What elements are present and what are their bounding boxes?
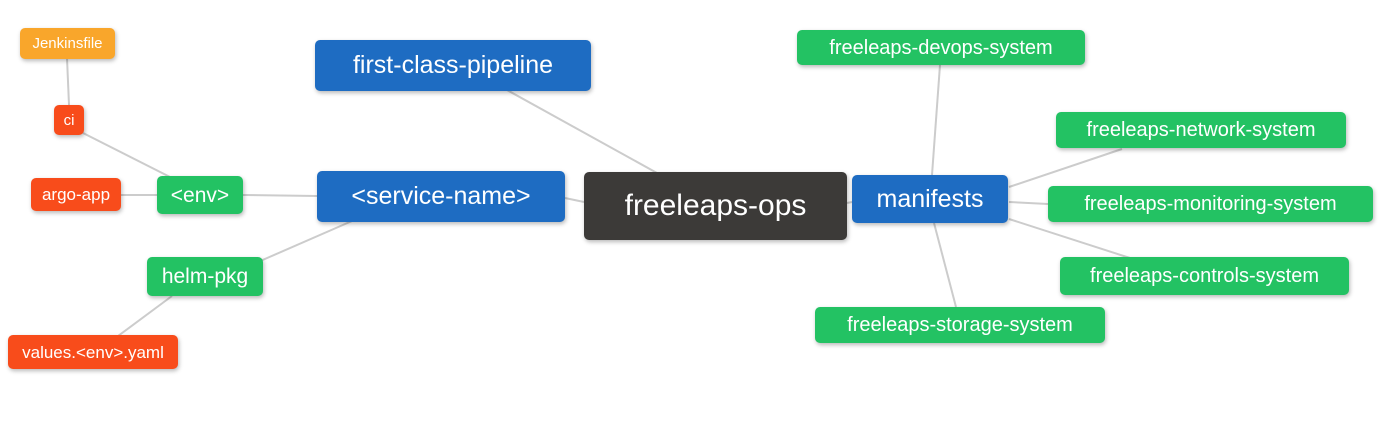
node-controls-system[interactable]: freeleaps-controls-system — [1060, 257, 1349, 295]
node-service-name[interactable]: <service-name> — [317, 171, 565, 222]
node-env[interactable]: <env> — [157, 176, 243, 214]
node-values-env-yaml[interactable]: values.<env>.yaml — [8, 335, 178, 369]
edge-pipeline-ops — [506, 89, 658, 174]
node-jenkinsfile[interactable]: Jenkinsfile — [20, 28, 115, 59]
node-monitoring-system[interactable]: freeleaps-monitoring-system — [1048, 186, 1373, 222]
node-first-class-pipeline[interactable]: first-class-pipeline — [315, 40, 591, 91]
node-devops-system[interactable]: freeleaps-devops-system — [797, 30, 1085, 65]
edge-manifests-controls — [1008, 218, 1131, 259]
node-ci[interactable]: ci — [54, 105, 84, 135]
node-network-system[interactable]: freeleaps-network-system — [1056, 112, 1346, 148]
edge-manifests-network — [1008, 148, 1123, 188]
edge-jenkinsfile-ci — [66, 57, 70, 106]
node-helm-pkg[interactable]: helm-pkg — [147, 257, 263, 296]
edge-manifests-monitoring — [1008, 201, 1049, 205]
node-storage-system[interactable]: freeleaps-storage-system — [815, 307, 1105, 343]
edge-ci-env — [82, 132, 173, 179]
edge-manifests-storage — [933, 222, 957, 308]
node-freeleaps-ops-root[interactable]: freeleaps-ops — [584, 172, 847, 240]
node-argo-app[interactable]: argo-app — [31, 178, 121, 211]
edge-env-service — [242, 194, 318, 197]
edge-ops-manifests — [846, 201, 853, 204]
node-manifests[interactable]: manifests — [852, 175, 1008, 223]
edge-service-helm — [257, 220, 353, 263]
edge-service-ops — [564, 197, 585, 203]
edge-helm-values — [117, 295, 173, 337]
edge-manifests-devops — [931, 64, 941, 176]
